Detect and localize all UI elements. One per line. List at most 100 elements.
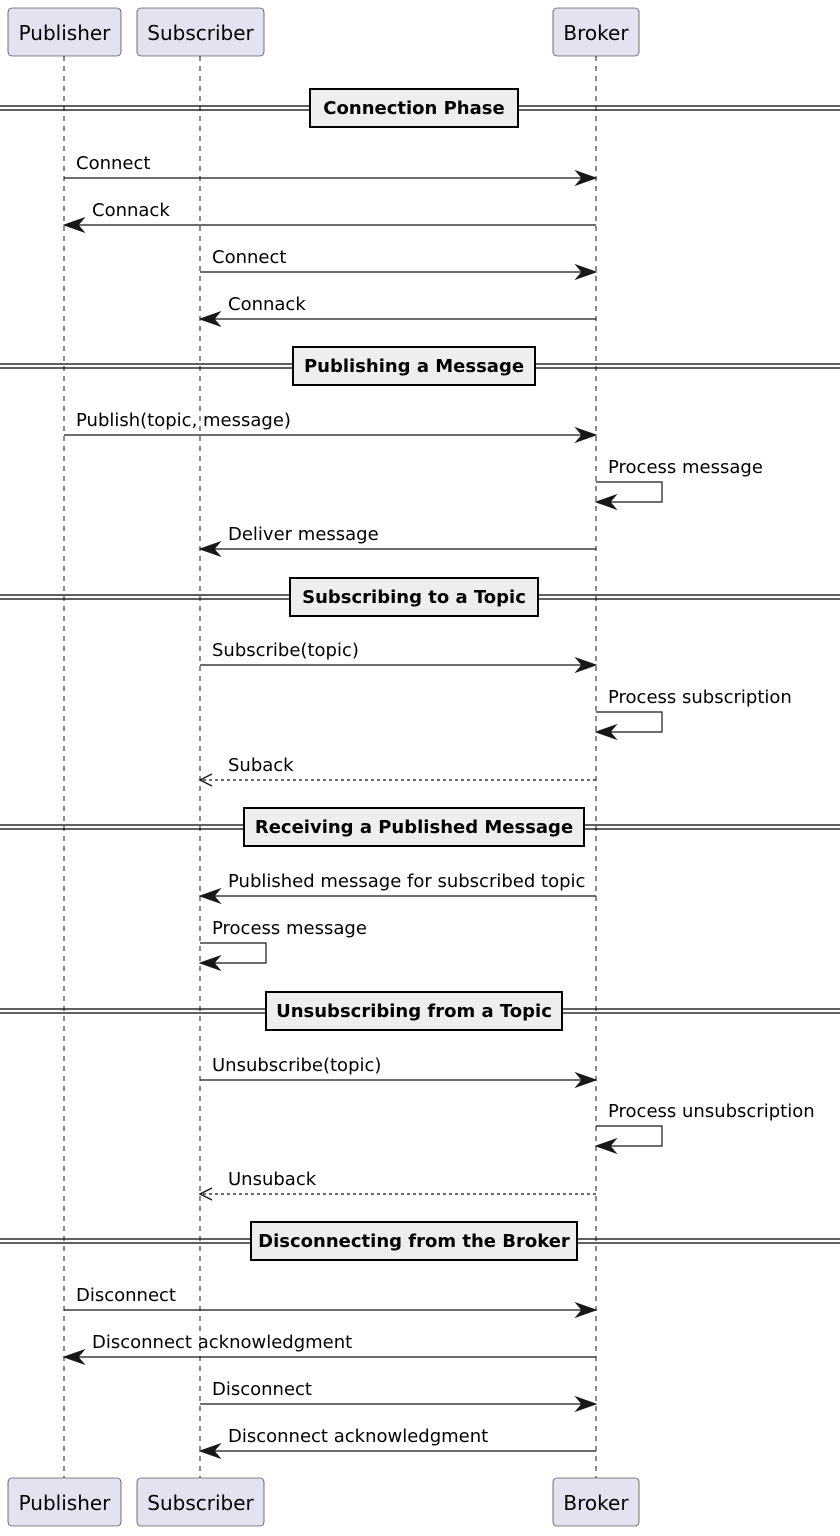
message-label: Deliver message xyxy=(228,524,379,545)
arrowhead-icon xyxy=(198,540,222,558)
participant-label: Broker xyxy=(563,1491,629,1515)
participant-publisher-top: Publisher xyxy=(7,7,122,57)
participant-publisher-bottom: Publisher xyxy=(7,1477,122,1527)
arrowhead-icon xyxy=(574,1071,598,1089)
message-arrow: Subscribe(topic) xyxy=(200,640,598,674)
divider-box xyxy=(289,577,539,617)
message-arrow: Connack xyxy=(62,200,596,234)
message-label: Disconnect xyxy=(212,1379,312,1400)
message-label: Disconnect acknowledgment xyxy=(92,1332,352,1353)
participant-subscriber-bottom: Subscriber xyxy=(136,1477,265,1527)
diagram-events: Connection PhaseConnectConnackConnectCon… xyxy=(0,88,840,1460)
message-arrow: Unsubscribe(topic) xyxy=(200,1055,598,1089)
participant-broker-bottom: Broker xyxy=(552,1477,640,1527)
participant-broker-top: Broker xyxy=(552,7,640,57)
divider-box xyxy=(309,88,519,128)
message-line xyxy=(596,1125,663,1147)
message-label: Disconnect xyxy=(76,1285,176,1306)
arrowhead-icon xyxy=(574,656,598,674)
arrowhead-icon xyxy=(574,1301,598,1319)
self-message: Process message xyxy=(198,918,367,972)
arrowhead-icon xyxy=(198,887,222,905)
arrowhead-icon xyxy=(594,1137,618,1155)
message-arrow: Disconnect acknowledgment xyxy=(62,1332,596,1366)
participant-box xyxy=(7,7,122,57)
arrowhead-icon xyxy=(62,1348,86,1366)
section-divider: Publishing a Message xyxy=(0,346,840,386)
message-label: Unsuback xyxy=(228,1169,317,1190)
divider-label: Subscribing to a Topic xyxy=(302,587,526,608)
message-label: Suback xyxy=(228,755,294,776)
message-line xyxy=(200,942,267,964)
message-arrow: Disconnect xyxy=(200,1379,598,1413)
message-arrow: Connect xyxy=(200,247,598,281)
message-label: Connack xyxy=(228,294,306,315)
message-label: Process unsubscription xyxy=(608,1101,815,1122)
message-arrow: Unsuback xyxy=(198,1169,596,1201)
message-arrow: Connack xyxy=(198,294,596,328)
participant-box xyxy=(552,7,640,57)
divider-label: Connection Phase xyxy=(323,98,504,119)
participant-label: Subscriber xyxy=(147,21,254,45)
lifelines xyxy=(63,56,597,1478)
arrowhead-icon xyxy=(594,723,618,741)
divider-label: Publishing a Message xyxy=(304,356,524,377)
message-arrow: Disconnect acknowledgment xyxy=(198,1426,596,1460)
self-message: Process subscription xyxy=(594,687,792,741)
divider-box xyxy=(243,807,585,847)
message-label: Subscribe(topic) xyxy=(212,640,359,661)
message-label: Process subscription xyxy=(608,687,792,708)
arrowhead-icon xyxy=(198,1187,213,1201)
participant-subscriber-top: Subscriber xyxy=(136,7,265,57)
message-arrow: Published message for subscribed topic xyxy=(198,871,596,905)
arrowhead-icon xyxy=(574,426,598,444)
divider-box xyxy=(292,346,536,386)
participant-label: Publisher xyxy=(19,21,112,45)
self-message: Process message xyxy=(594,457,763,511)
message-line xyxy=(596,481,663,503)
message-arrow: Disconnect xyxy=(64,1285,598,1319)
arrowhead-icon xyxy=(62,216,86,234)
section-divider: Subscribing to a Topic xyxy=(0,577,840,617)
section-divider: Unsubscribing from a Topic xyxy=(0,991,840,1031)
divider-box xyxy=(250,1221,578,1261)
section-divider: Receiving a Published Message xyxy=(0,807,840,847)
divider-label: Disconnecting from the Broker xyxy=(258,1231,570,1252)
message-label: Connect xyxy=(76,153,150,174)
participant-box xyxy=(136,1477,265,1527)
message-label: Published message for subscribed topic xyxy=(228,871,585,892)
message-label: Process message xyxy=(212,918,367,939)
divider-label: Receiving a Published Message xyxy=(255,817,573,838)
arrowhead-icon xyxy=(574,1395,598,1413)
arrowhead-icon xyxy=(574,169,598,187)
message-line xyxy=(596,711,663,733)
arrowhead-icon xyxy=(198,1442,222,1460)
arrowhead-icon xyxy=(198,310,222,328)
message-label: Publish(topic, message) xyxy=(76,410,291,431)
message-label: Process message xyxy=(608,457,763,478)
participant-label: Broker xyxy=(563,21,629,45)
divider-label: Unsubscribing from a Topic xyxy=(276,1001,552,1022)
divider-box xyxy=(265,991,563,1031)
section-divider: Connection Phase xyxy=(0,88,840,128)
arrowhead-icon xyxy=(198,954,222,972)
participant-label: Subscriber xyxy=(147,1491,254,1515)
participant-headers: PublisherPublisherSubscriberSubscriberBr… xyxy=(7,7,640,1527)
message-arrow: Deliver message xyxy=(198,524,596,558)
participant-box xyxy=(136,7,265,57)
participant-label: Publisher xyxy=(19,1491,112,1515)
message-arrow: Connect xyxy=(64,153,598,187)
message-arrow: Publish(topic, message) xyxy=(64,410,598,444)
message-label: Connect xyxy=(212,247,286,268)
arrowhead-icon xyxy=(574,263,598,281)
message-label: Unsubscribe(topic) xyxy=(212,1055,381,1076)
message-arrow: Suback xyxy=(198,755,596,787)
arrowhead-icon xyxy=(198,773,213,787)
participant-box xyxy=(552,1477,640,1527)
self-message: Process unsubscription xyxy=(594,1101,815,1155)
arrowhead-icon xyxy=(594,493,618,511)
section-divider: Disconnecting from the Broker xyxy=(0,1221,840,1261)
message-label: Disconnect acknowledgment xyxy=(228,1426,488,1447)
message-label: Connack xyxy=(92,200,170,221)
